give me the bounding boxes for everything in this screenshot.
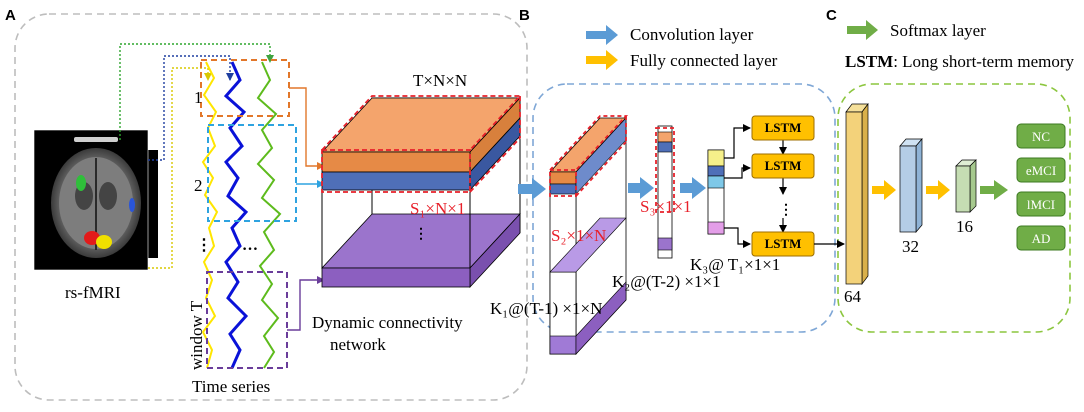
s1-label: S₁×N×1 (410, 199, 465, 218)
k2-label: K₂@(T-2) ×1×1 (612, 272, 721, 291)
window-number-1: 1 (194, 88, 203, 107)
dense-64-label: 64 (844, 287, 862, 306)
vertical-ellipsis-a: ⋮ (196, 237, 212, 254)
softmax-arrow (980, 180, 1008, 200)
svg-text:⋮: ⋮ (414, 227, 428, 242)
network-label-line2: network (330, 335, 386, 354)
window-number-2: 2 (194, 176, 203, 195)
horizontal-ellipsis-a: … (242, 237, 258, 254)
class-ad-label: AD (1032, 231, 1051, 246)
panel-c-label: C (826, 7, 837, 24)
rs-fmri-label: rs-fMRI (65, 283, 121, 302)
time-series-label: Time series (192, 377, 270, 396)
svg-text:LSTM: Long short-term memory: LSTM: Long short-term memory (845, 52, 1075, 71)
class-nc-label: NC (1032, 129, 1050, 144)
window-1 (200, 59, 290, 117)
dense-64 (845, 102, 869, 286)
lstm-cell-3-label: LSTM (765, 236, 802, 251)
legend-fully-connected: Fully connected layer (630, 51, 778, 70)
connectivity-tensor: ⋮ (321, 95, 523, 289)
window-t (206, 271, 288, 369)
panel-a-label: A (5, 7, 16, 24)
window-2 (207, 124, 297, 222)
network-label-line1: Dynamic connectivity (312, 313, 463, 332)
conv-arrow-1 (518, 178, 546, 200)
class-lmci-label: lMCI (1027, 197, 1055, 212)
legend-softmax: Softmax layer (890, 21, 986, 40)
class-emci (1016, 157, 1066, 183)
svg-text:⋮: ⋮ (779, 203, 793, 218)
class-ad (1016, 225, 1066, 251)
softmax-arrow-icon (847, 20, 878, 40)
s3-label: S₃×1×1 (640, 197, 692, 216)
window-t-label: window T (187, 300, 206, 370)
window-1-connector (289, 87, 325, 170)
legend-lstm-abbr: LSTM (845, 52, 893, 71)
lstm-connections: ⋮ (724, 124, 793, 248)
lstm-cell-2 (751, 153, 815, 179)
s2-label: S₂×1×N (551, 226, 606, 245)
class-lmci (1016, 191, 1066, 217)
feature-map-k2 (655, 125, 675, 259)
conv-arrow-3 (680, 177, 706, 199)
blue-voxel-connector (148, 55, 234, 161)
feature-map-k1 (549, 115, 629, 356)
dense-32 (899, 138, 923, 233)
dense-32-label: 32 (902, 237, 919, 256)
window-t-connector (287, 276, 325, 331)
k3-label: K₃@ T₁×1×1 (690, 255, 780, 274)
lstm-cell-2-label: LSTM (765, 158, 802, 173)
fc-arrow-2 (926, 180, 950, 200)
legend-convolution: Convolution layer (630, 25, 754, 44)
conv-arrow-2 (628, 177, 654, 199)
time-series (201, 61, 282, 369)
dense-16-label: 16 (956, 217, 973, 236)
panel-b-frame (532, 83, 836, 333)
tensor-label: T×N×N (413, 71, 467, 90)
k1-label: K₁@(T-1) ×1×N (490, 299, 602, 318)
fc-arrow-1 (872, 180, 896, 200)
lstm-cell-1-label: LSTM (765, 120, 802, 135)
legend: Convolution layer Fully connected layer … (586, 20, 1075, 71)
panel-c-frame (837, 83, 1071, 333)
fully-connected-arrow-icon (586, 50, 618, 70)
class-emci-label: eMCI (1026, 163, 1056, 178)
green-voxel-connector (119, 43, 274, 140)
panel-b-label: B (519, 7, 530, 24)
legend-lstm-full: : Long short-term memory (893, 52, 1074, 71)
class-outputs: NC eMCI lMCI AD (1016, 123, 1066, 251)
class-nc (1016, 123, 1066, 149)
yellow-voxel-connector (148, 67, 212, 269)
panel-a-frame (14, 13, 528, 401)
dense-16 (955, 159, 977, 213)
brain-slices (33, 129, 158, 271)
lstm-cell-1 (751, 115, 815, 141)
convolution-arrow-icon (586, 25, 618, 45)
feature-map-k3 (707, 149, 725, 235)
